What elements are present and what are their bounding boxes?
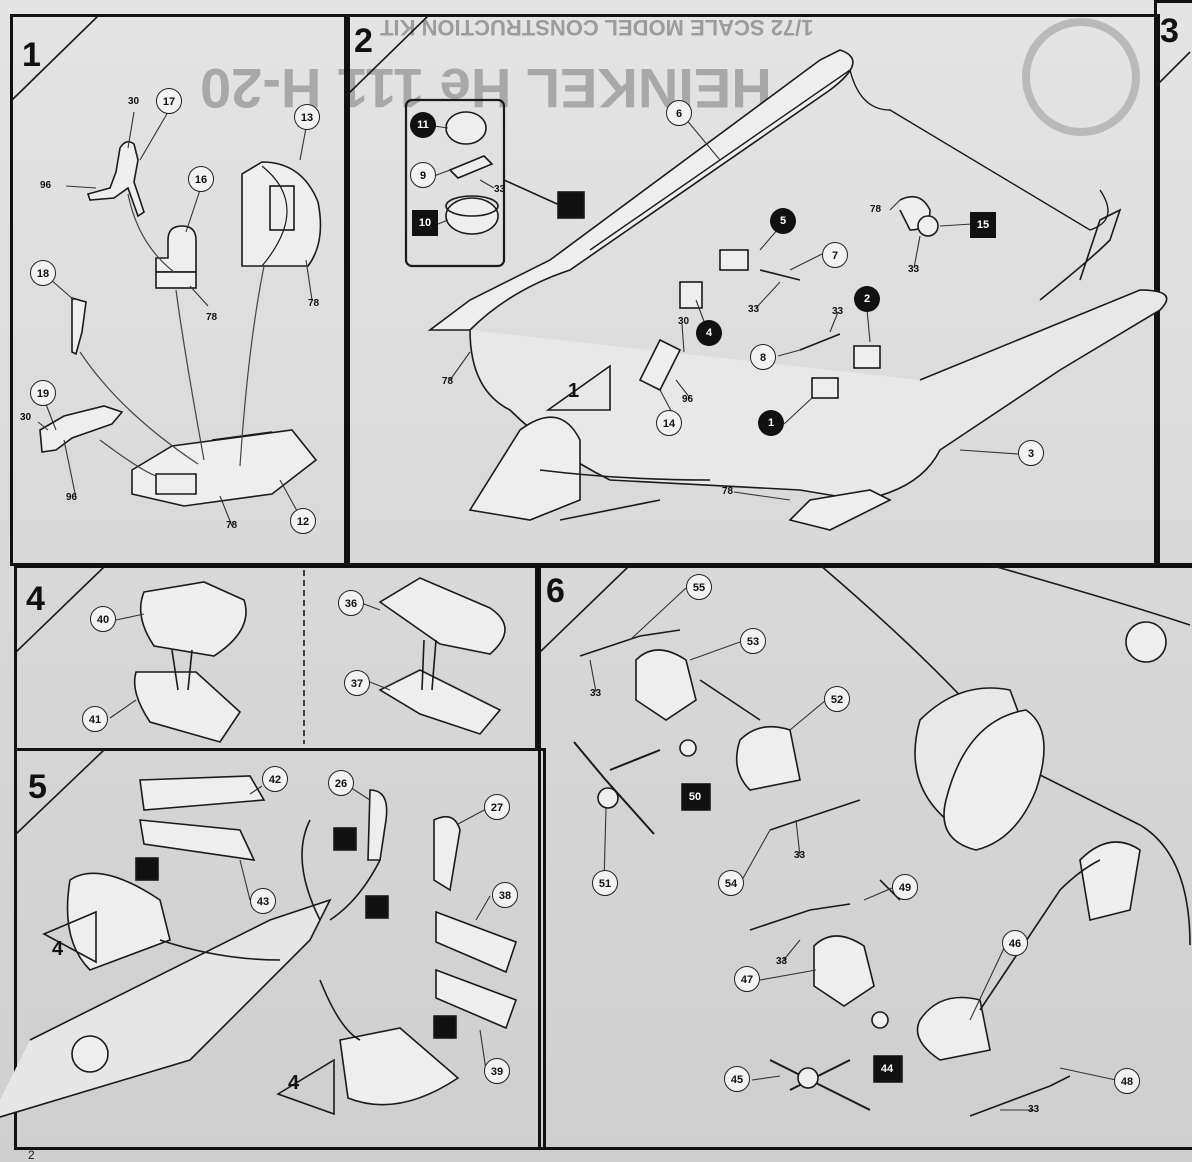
callout-96: 96 <box>682 394 694 405</box>
step-4-reference: 4 <box>288 1072 300 1094</box>
callout-54: 54 <box>718 870 744 896</box>
step-1-panel <box>10 14 350 566</box>
callout-42: 42 <box>262 766 288 792</box>
callout-36: 36 <box>338 590 364 616</box>
callout-41: 41 <box>82 706 108 732</box>
callout-78: 78 <box>308 298 320 309</box>
callout-3: 3 <box>1018 440 1044 466</box>
callout-8: 8 <box>750 344 776 370</box>
step-4-corner <box>15 566 105 653</box>
step-4-reference: 4 <box>52 938 64 960</box>
step-1-number: 1 <box>22 36 41 74</box>
callout-78: 78 <box>206 312 218 323</box>
page-number: 2 <box>28 1148 35 1162</box>
step-6-corner <box>539 566 629 653</box>
callout-43: 43 <box>250 888 276 914</box>
callout-37: 37 <box>344 670 370 696</box>
callout-52: 52 <box>824 686 850 712</box>
step-2-number: 2 <box>354 22 373 60</box>
callout-33: 33 <box>494 184 506 195</box>
callout-78: 78 <box>722 486 734 497</box>
callout-26: 26 <box>328 770 354 796</box>
callout-45: 45 <box>724 1066 750 1092</box>
step-3-number: 3 <box>1160 12 1179 50</box>
callout-11: 11 <box>410 112 436 138</box>
callout-1: 1 <box>758 410 784 436</box>
step-1-drawing <box>39 140 322 507</box>
callout-78: 78 <box>870 204 882 215</box>
callout-13: 13 <box>294 104 320 130</box>
callout-10: 10 <box>412 210 438 236</box>
callout-18: 18 <box>30 260 56 286</box>
callout-49: 49 <box>892 874 918 900</box>
step-6-number: 6 <box>546 572 565 610</box>
callout-16: 16 <box>188 166 214 192</box>
callout-46: 46 <box>1002 930 1028 956</box>
callout-15: 15 <box>970 212 996 238</box>
callout-33: 33 <box>590 688 602 699</box>
callout-78: 78 <box>226 520 238 531</box>
leader-lines <box>37 111 1117 1111</box>
callout-78: 78 <box>442 376 454 387</box>
step-5-drawing <box>0 775 518 1118</box>
callout-33: 33 <box>908 264 920 275</box>
callout-27: 27 <box>484 794 510 820</box>
callout-96: 96 <box>40 180 52 191</box>
callout-6: 6 <box>666 100 692 126</box>
step-6-panel <box>538 565 1192 1150</box>
step-3-panel <box>1154 0 1192 566</box>
callout-55: 55 <box>686 574 712 600</box>
step-6-drawing <box>573 564 1191 1117</box>
callout-44: 44 <box>874 1056 900 1082</box>
step-1-reference: 1 <box>568 380 580 402</box>
step-5-panel <box>14 748 546 1150</box>
step-2-drawing <box>404 49 1168 531</box>
callout-2: 2 <box>854 286 880 312</box>
callout-17: 17 <box>156 88 182 114</box>
callout-5: 5 <box>770 208 796 234</box>
step-4-number: 4 <box>26 580 45 618</box>
step-5-corner <box>15 749 105 835</box>
callout-51: 51 <box>592 870 618 896</box>
callout-33: 33 <box>1028 1104 1040 1115</box>
callout-33: 33 <box>748 304 760 315</box>
callout-7: 7 <box>822 242 848 268</box>
callout-19: 19 <box>30 380 56 406</box>
callout-30: 30 <box>20 412 32 423</box>
step-5-number: 5 <box>28 768 47 806</box>
callout-9: 9 <box>410 162 436 188</box>
step-2-panel <box>344 14 1160 566</box>
callout-33: 33 <box>794 850 806 861</box>
callout-47: 47 <box>734 966 760 992</box>
callout-33: 33 <box>776 956 788 967</box>
callout-12: 12 <box>290 508 316 534</box>
callout-4: 4 <box>696 320 722 346</box>
callout-14: 14 <box>656 410 682 436</box>
callout-30: 30 <box>128 96 140 107</box>
callout-30: 30 <box>678 316 690 327</box>
brand-logo-faint <box>1022 18 1140 136</box>
callout-33: 33 <box>832 306 844 317</box>
callout-96: 96 <box>66 492 78 503</box>
step-2-corner <box>345 15 429 97</box>
step-1-corner <box>11 15 99 101</box>
callout-50: 50 <box>682 784 708 810</box>
callout-38: 38 <box>492 882 518 908</box>
callout-48: 48 <box>1114 1068 1140 1094</box>
callout-40: 40 <box>90 606 116 632</box>
callout-39: 39 <box>484 1058 510 1084</box>
callout-53: 53 <box>740 628 766 654</box>
step-4-drawing <box>133 570 506 744</box>
